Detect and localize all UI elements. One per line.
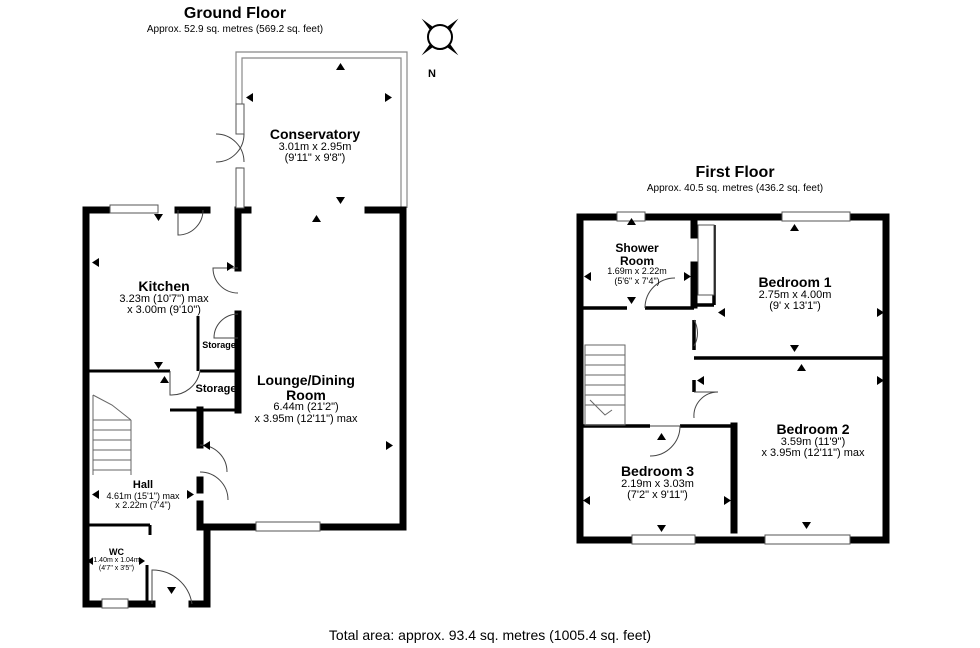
room-dimension-metric: 1.40m x 1.04m xyxy=(93,557,140,565)
first-floor-area: Approx. 40.5 sq. metres (436.2 sq. feet) xyxy=(646,183,824,194)
first-floor-title: First Floor xyxy=(695,164,775,181)
room-name: Bedroom 1 xyxy=(758,274,832,290)
room-dimension-imperial: x 3.95m (12'11") max xyxy=(254,412,358,425)
room-name: Lounge/Dining Room xyxy=(257,372,355,403)
room-dimension-imperial: (9'11" x 9'8") xyxy=(284,152,346,165)
ground-floor-plan xyxy=(82,51,408,609)
lounge-dining-label: Lounge/Dining Room 6.44m (21'2") x 3.95m… xyxy=(242,373,370,425)
compass-rose-icon xyxy=(421,18,459,56)
ground-floor-title: Ground Floor xyxy=(183,5,287,22)
storage-lower-label: Storage xyxy=(193,383,239,396)
room-dimension-metric: 3.01m x 2.95m xyxy=(278,140,352,153)
room-name: WC xyxy=(109,547,124,557)
first-floor-walls xyxy=(576,213,890,544)
first-floor-measurement-arrows xyxy=(583,218,884,532)
room-name: Shower Room xyxy=(615,241,659,268)
room-name: Bedroom 3 xyxy=(620,463,695,479)
room-dimension-metric: 1.69m x 2.22m xyxy=(607,266,667,277)
room-name: Storage xyxy=(195,383,237,395)
room-dimension-imperial: x 3.95m (12'11") max xyxy=(761,447,865,460)
kitchen-label: Kitchen 3.23m (10'7") max x 3.00m (9'10"… xyxy=(96,279,232,317)
room-name: Conservatory xyxy=(269,126,361,142)
room-name: Storage xyxy=(202,340,236,350)
room-dimension-metric: 6.44m (21'2") xyxy=(273,401,339,414)
room-dimension-imperial: x 3.00m (9'10") xyxy=(127,304,201,317)
room-dimension-metric: 3.23m (10'7") max xyxy=(119,292,209,305)
room-dimension-imperial: (4'7" x 3'5") xyxy=(98,564,135,572)
bedroom-1-label: Bedroom 1 2.75m x 4.00m (9' x 13'1") xyxy=(730,275,860,313)
shower-room-label: Shower Room 1.69m x 2.22m (5'6" x 7'4") xyxy=(592,242,682,286)
ground-floor-windows xyxy=(101,103,321,609)
room-dimension-imperial: (7'2" x 9'11") xyxy=(627,489,688,502)
room-name: Hall xyxy=(132,479,154,491)
first-floor-stairs xyxy=(584,344,626,426)
room-dimension-metric: 2.75m x 4.00m xyxy=(758,288,832,301)
room-dimension-imperial: (9' x 13'1") xyxy=(769,300,821,313)
storage-upper-label: Storage xyxy=(200,340,238,350)
first-floor-plan xyxy=(576,211,890,545)
compass-north-label: N xyxy=(428,68,436,80)
room-name: Kitchen xyxy=(138,278,190,294)
room-dimension-metric: 4.61m (15'1") max xyxy=(106,490,180,501)
room-name: Bedroom 2 xyxy=(776,421,850,437)
bedroom-3-label: Bedroom 3 2.19m x 3.03m (7'2" x 9'11") xyxy=(595,464,720,502)
room-dimension-imperial: (5'6" x 7'4") xyxy=(614,275,660,286)
ground-floor-area: Approx. 52.9 sq. metres (569.2 sq. feet) xyxy=(146,24,324,35)
ground-floor-stairs xyxy=(92,394,132,475)
room-dimension-imperial: x 2.22m (7'4") xyxy=(115,499,171,510)
ground-floor-measurement-arrows xyxy=(87,63,393,594)
conservatory-label: Conservatory 3.01m x 2.95m (9'11" x 9'8"… xyxy=(245,127,385,165)
bedroom-2-label: Bedroom 2 3.59m (11'9") x 3.95m (12'11")… xyxy=(740,422,886,460)
ground-floor-inner-walls xyxy=(86,316,238,604)
total-area: Total area: approx. 93.4 sq. metres (100… xyxy=(328,627,652,643)
room-dimension-metric: 3.59m (11'9") xyxy=(780,435,846,448)
first-floor-windows xyxy=(616,211,851,545)
hall-label: Hall 4.61m (15'1") max x 2.22m (7'4") xyxy=(90,479,196,510)
room-dimension-metric: 2.19m x 3.03m xyxy=(621,477,694,490)
first-floor-doors xyxy=(644,277,719,457)
wc-label: WC 1.40m x 1.04m (4'7" x 3'5") xyxy=(89,547,144,572)
